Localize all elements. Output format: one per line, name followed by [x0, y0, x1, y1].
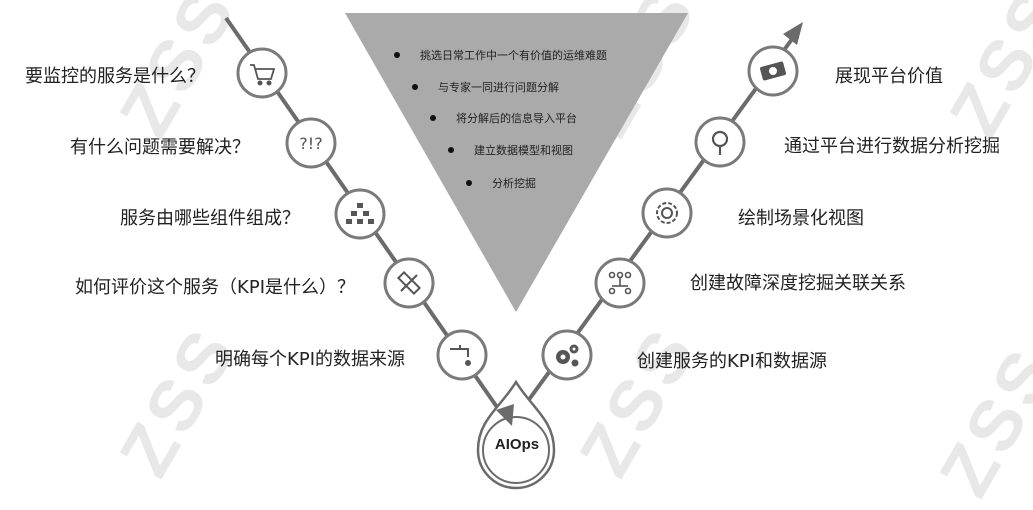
left-step-3-node — [334, 188, 386, 240]
right-step-label: 创建故障深度挖掘关联关系 — [690, 273, 906, 294]
ruler-pencil-icon — [396, 270, 422, 296]
right-step-5-node — [541, 329, 593, 381]
right-step-label: 绘制场景化视图 — [738, 208, 864, 229]
money-icon — [760, 61, 786, 81]
left-step-2-node: ?!? — [285, 117, 337, 169]
left-step-label: 要监控的服务是什么？ — [25, 66, 205, 87]
arrow-head — [783, 22, 803, 45]
left-step-label: 服务由哪些组件组成？ — [120, 208, 300, 229]
bullet-text: 挑选日常工作中一个有价值的运维难题 — [420, 49, 607, 62]
bullet-text: 与专家一同进行问题分解 — [438, 81, 559, 94]
right-step-label: 展现平台价值 — [835, 66, 943, 87]
magnifier-icon — [711, 130, 729, 155]
right-step-3-node — [641, 187, 693, 239]
bullet-dot — [448, 147, 454, 153]
left-step-5-node — [436, 329, 488, 381]
bullet-dot — [394, 52, 400, 58]
diagram-stage: ZSS ZSS ZSS ZSS ZSS ZSS ?!? — [25, 0, 1033, 509]
bullet-text: 分析挖掘 — [492, 177, 536, 190]
funnel-bullet: 将分解后的信息导入平台 — [430, 110, 577, 126]
bullet-dot — [412, 84, 418, 90]
right-step-1-node — [747, 45, 799, 97]
bullet-dot — [466, 180, 472, 186]
aiops-center-label: AIOps — [494, 436, 540, 453]
funnel-bullet: 与专家一同进行问题分解 — [412, 79, 559, 95]
left-step-4-node — [383, 257, 435, 309]
right-step-label: 通过平台进行数据分析挖掘 — [784, 136, 1000, 157]
funnel-bullet: 建立数据模型和视图 — [448, 142, 573, 158]
left-arrow-into-drop — [496, 404, 514, 426]
funnel-triangle — [345, 13, 688, 312]
bullet-dot — [430, 115, 436, 121]
faucet-icon — [450, 345, 471, 366]
question-marks-icon: ?!? — [299, 134, 322, 153]
left-step-label: 如何评价这个服务（KPI是什么）？ — [75, 277, 355, 298]
right-step-label: 创建服务的KPI和数据源 — [637, 351, 827, 372]
right-step-2-node — [694, 116, 746, 168]
hierarchy-icon — [346, 203, 374, 224]
gears-icon — [556, 344, 579, 367]
right-step-4-node — [594, 257, 646, 309]
network-icon — [608, 271, 632, 295]
shopping-cart-icon — [250, 64, 276, 86]
left-step-label: 明确每个KPI的数据来源 — [215, 349, 405, 370]
left-step-label: 有什么问题需要解决？ — [70, 137, 250, 158]
bullet-text: 将分解后的信息导入平台 — [456, 112, 577, 125]
left-step-1-node — [236, 47, 288, 99]
spiral-icon — [656, 202, 678, 224]
diagram-graphic: ?!? — [224, 13, 803, 490]
bottom-drop-inner — [482, 416, 550, 484]
bullet-text: 建立数据模型和视图 — [474, 144, 573, 157]
funnel-bullet: 挑选日常工作中一个有价值的运维难题 — [394, 47, 607, 63]
funnel-bullet: 分析挖掘 — [466, 175, 536, 191]
